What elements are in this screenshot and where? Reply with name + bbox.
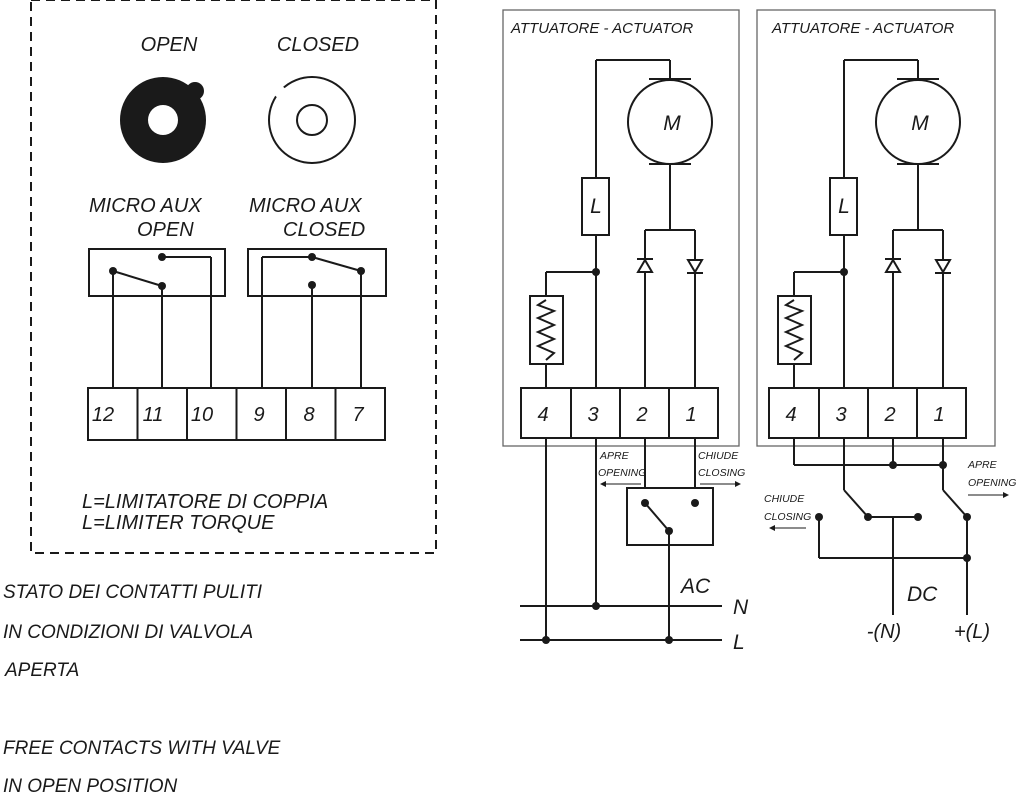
dc-neg-label: -(N) (867, 621, 901, 643)
micro-closed-line2: CLOSED (283, 219, 365, 241)
ac-limiter-box (581, 177, 610, 236)
contact-state-notes: STATO DEI CONTATTI PULITI IN CONDIZIONI … (3, 582, 281, 797)
micro-aux-closed-switch (261, 253, 365, 388)
dc-opening-label: OPENING (968, 477, 1016, 489)
terminal-10: 10 (191, 404, 213, 426)
ac-terminal-4: 4 (537, 404, 548, 426)
dc-terminal-4: 4 (785, 404, 796, 426)
dc-motor-icon: M (875, 78, 961, 165)
legend-it: L=LIMITATORE DI COPPIA (82, 491, 328, 513)
ac-actuator-diagram: ATTUATORE - ACTUATOR M L (502, 9, 749, 654)
ac-terminal-1: 1 (685, 404, 696, 426)
micro-aux-open-switch (109, 253, 212, 388)
legend-en: L=LIMITER TORQUE (82, 512, 275, 534)
terminal-11: 11 (143, 404, 164, 426)
ac-limiter-label: L (590, 195, 602, 218)
ac-closing-label: CLOSING (698, 467, 745, 479)
dc-terminal-1: 1 (933, 404, 944, 426)
open-cam-icon (120, 77, 206, 163)
dc-terminal-2: 2 (883, 404, 895, 426)
svg-text:M: M (663, 112, 681, 135)
dc-chiude-label: CHIUDE (764, 493, 805, 505)
dc-actuator-diagram: ATTUATORE - ACTUATOR M L (756, 9, 1016, 643)
ac-terminal-block: 4 3 2 1 (520, 387, 719, 439)
micro-closed-line1: MICRO AUX (249, 195, 362, 217)
dc-apre-label: APRE (967, 459, 998, 471)
dc-pos-label: +(L) (954, 621, 990, 643)
closed-label: CLOSED (277, 34, 359, 56)
dc-diode-icon (884, 258, 952, 274)
dc-resistor-icon (777, 295, 812, 365)
dc-actuator-title: ATTUATORE - ACTUATOR (771, 20, 954, 37)
ac-apre-label: APRE (599, 450, 630, 462)
ac-motor-icon: M (627, 78, 713, 165)
ac-diode-icon (636, 258, 704, 274)
ac-line-n: N (733, 596, 749, 619)
dc-terminal-3: 3 (835, 404, 846, 426)
ac-actuator-title: ATTUATORE - ACTUATOR (510, 20, 693, 37)
ac-supply-label: AC (679, 575, 711, 598)
ac-terminal-3: 3 (587, 404, 598, 426)
terminal-7: 7 (352, 404, 364, 426)
closed-cam-icon (268, 76, 356, 164)
micro-open-line1: MICRO AUX (89, 195, 202, 217)
micro-open-line2: OPEN (137, 219, 194, 241)
svg-text:M: M (911, 112, 929, 135)
aux-contacts-panel: OPEN CLOSED MICRO AUX OPEN MICRO AUX CLO… (30, 0, 437, 554)
terminal-9: 9 (253, 404, 264, 426)
dc-supply-label: DC (907, 583, 938, 606)
note-en-line1: FREE CONTACTS WITH VALVE (3, 738, 281, 759)
note-it-line2: IN CONDIZIONI DI VALVOLA (3, 622, 253, 643)
ac-line-l: L (733, 631, 745, 654)
ac-chiude-label: CHIUDE (698, 450, 739, 462)
note-it-line3: APERTA (4, 660, 79, 681)
dc-closing-label: CLOSING (764, 511, 811, 523)
terminal-12: 12 (92, 404, 114, 426)
ac-opening-label: OPENING (598, 467, 646, 479)
aux-terminal-block: 12 11 10 9 8 7 (87, 387, 386, 441)
note-it-line1: STATO DEI CONTATTI PULITI (3, 582, 263, 603)
terminal-8: 8 (303, 404, 314, 426)
note-en-line2: IN OPEN POSITION (3, 776, 177, 797)
ac-terminal-2: 2 (635, 404, 647, 426)
ac-resistor-icon (529, 295, 564, 365)
dc-terminal-block: 4 3 2 1 (768, 387, 967, 439)
open-label: OPEN (141, 34, 198, 56)
dc-limiter-label: L (838, 195, 850, 218)
